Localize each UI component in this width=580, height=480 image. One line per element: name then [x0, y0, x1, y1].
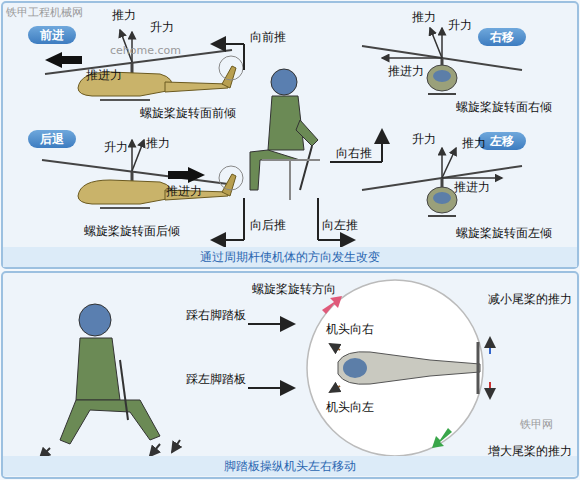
annotation: 螺旋桨旋转面右倾 — [456, 100, 552, 114]
node-text: 脚踏板操纵机头左右移动 — [224, 459, 356, 473]
annotation: 向左推 — [322, 218, 358, 232]
annotation: 减小尾桨的推力 — [488, 292, 572, 306]
annotation: 向右推 — [336, 146, 372, 160]
annotation: 推力 — [462, 136, 486, 150]
annotation: 升力 — [448, 18, 472, 32]
annotation: 踩左脚踏板 — [186, 372, 246, 386]
annotation: 推进力 — [388, 64, 424, 78]
annotation: 向后推 — [250, 218, 286, 232]
annotation: 推力 — [146, 136, 170, 150]
direction-tab: 右移 — [478, 28, 526, 46]
watermark: 铁甲工程机械网 — [6, 6, 83, 20]
annotation: 升力 — [104, 140, 128, 154]
annotation: 推进力 — [454, 180, 490, 194]
annotation: 踩右脚踏板 — [186, 308, 246, 322]
annotation: 螺旋桨旋转面前倾 — [140, 106, 236, 120]
node-text: 右移 — [490, 30, 514, 44]
annotation: 升力 — [412, 132, 436, 146]
annotation: 螺旋桨旋转面左倾 — [456, 226, 552, 240]
direction-tab: 后退 — [28, 130, 76, 148]
annotation: 推力 — [412, 10, 436, 24]
watermark: cehome.com — [110, 44, 181, 58]
annotation: 机头向右 — [326, 322, 374, 336]
annotation: 增大尾桨的推力 — [488, 444, 572, 458]
annotation: 推力 — [112, 8, 136, 22]
annotation: 向前推 — [250, 30, 286, 44]
direction-tab: 前进 — [28, 26, 76, 44]
node-text: 后退 — [40, 132, 64, 146]
caption-band: 脚踏板操纵机头左右移动 — [3, 456, 577, 476]
caption-band: 通过周期杆使机体的方向发生改变 — [3, 247, 577, 267]
annotation: 升力 — [150, 20, 174, 34]
node-text: 前进 — [40, 28, 64, 42]
watermark: 铁甲网 — [520, 418, 553, 432]
node-text: 通过周期杆使机体的方向发生改变 — [200, 250, 380, 264]
annotation: 推进力 — [166, 184, 202, 198]
node-text: 左移 — [490, 134, 514, 148]
annotation: 螺旋桨旋转方向 — [252, 282, 336, 296]
annotation: 螺旋桨旋转面后倾 — [84, 224, 180, 238]
annotation: 机头向左 — [326, 400, 374, 414]
annotation: 推进力 — [86, 68, 122, 82]
